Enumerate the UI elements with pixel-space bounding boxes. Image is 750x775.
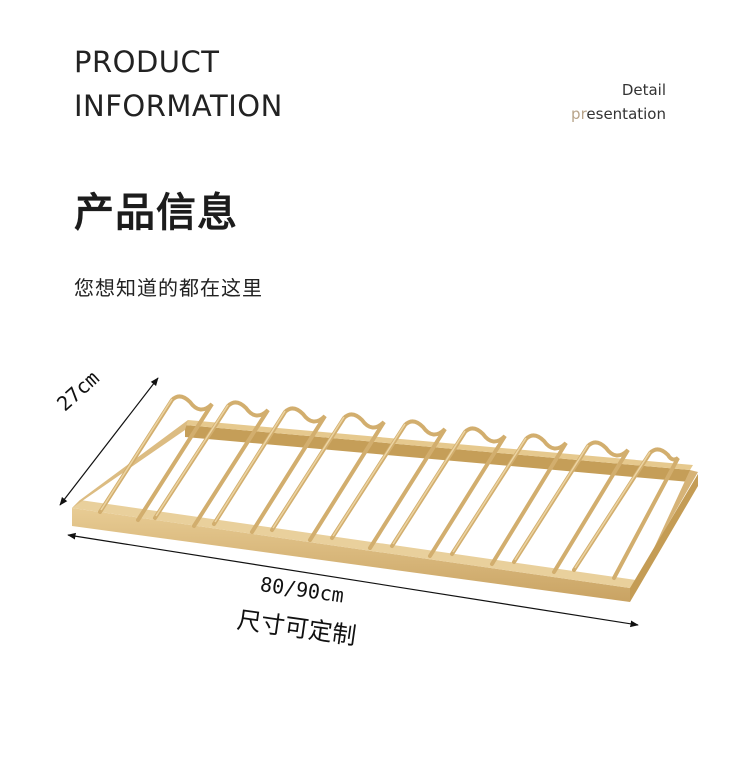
presentation-accent: pr: [571, 105, 587, 123]
rack-front-bar: [72, 508, 630, 602]
detail-presentation-caption: Detail presentation: [571, 78, 666, 126]
product-information-heading: PRODUCT INFORMATION: [74, 40, 283, 128]
presentation-rest: esentation: [586, 105, 666, 123]
heading-line-information: INFORMATION: [74, 89, 283, 123]
wine-rack-illustration: [59, 377, 698, 628]
detail-label: Detail: [621, 81, 666, 99]
presentation-label: presentation: [571, 102, 666, 126]
depth-arrow: [59, 377, 159, 506]
heading-line-product: PRODUCT: [74, 45, 220, 79]
rack-right-bar: [630, 470, 698, 600]
section-subtitle: 您想知道的都在这里: [74, 276, 263, 300]
rack-wire-holders: [98, 394, 680, 580]
width-arrow: [67, 532, 639, 628]
section-title: 产品信息: [74, 190, 238, 236]
